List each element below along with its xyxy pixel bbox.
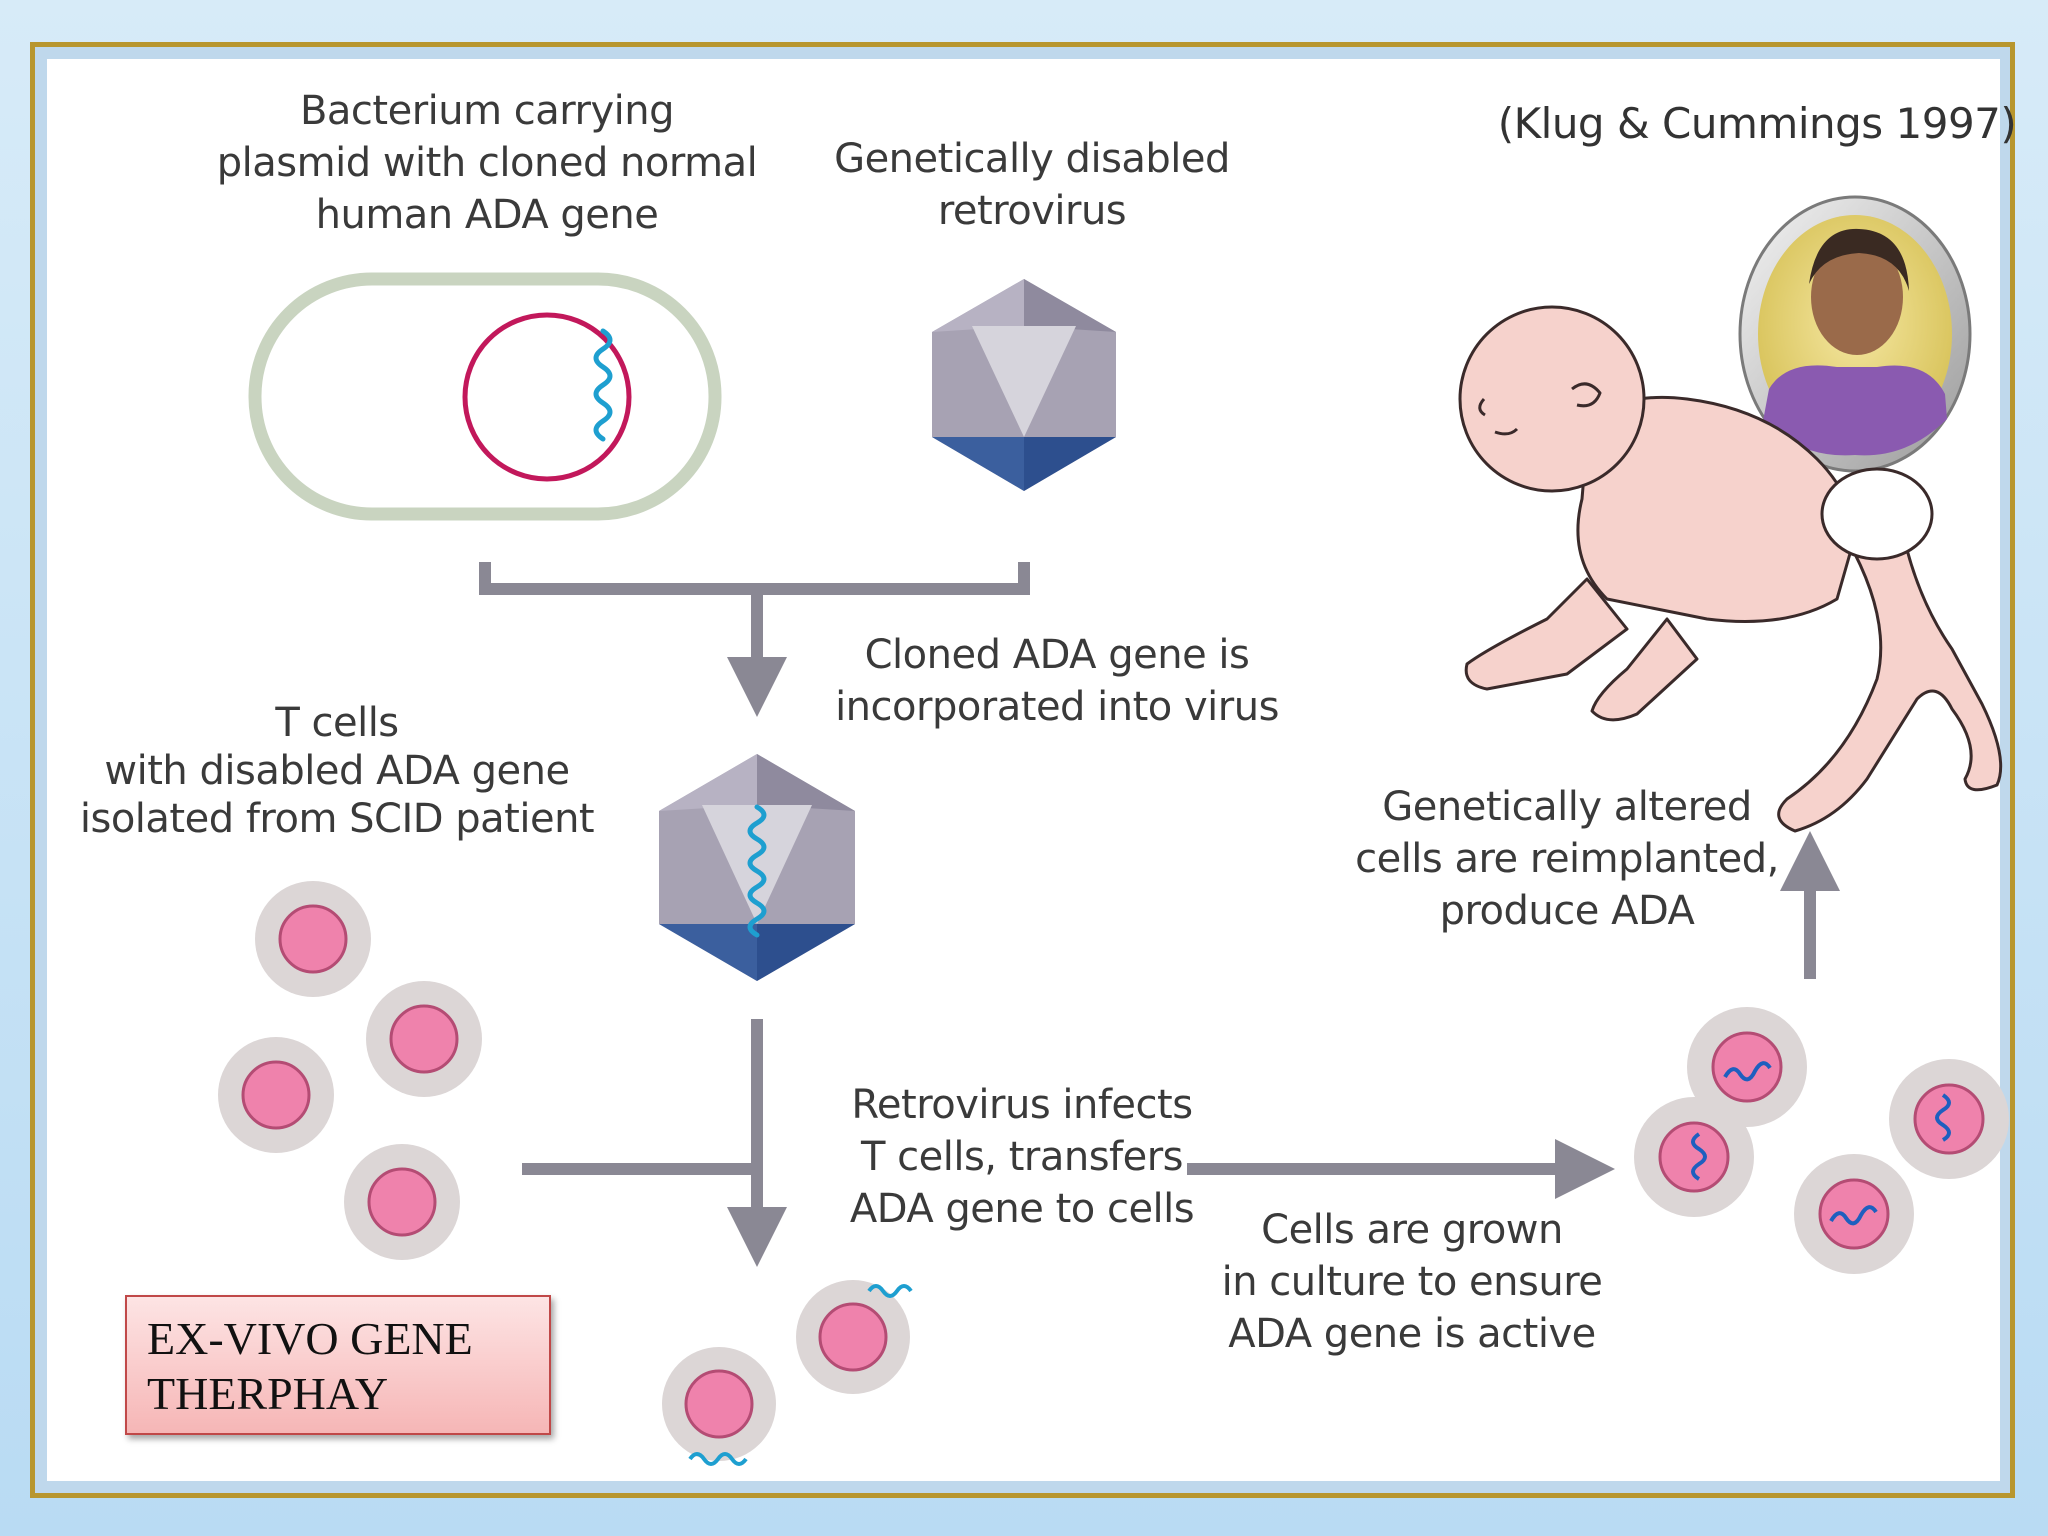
slide-frame: (Klug & Cummings 1997) Bacterium carryin… xyxy=(30,42,2017,1498)
t-cell xyxy=(218,1037,334,1153)
t-cell xyxy=(344,1144,460,1260)
slide-canvas: (Klug & Cummings 1997) Bacterium carryin… xyxy=(47,59,2017,1481)
baby-crawling-icon xyxy=(1458,305,2003,833)
t-cell xyxy=(366,981,482,1097)
citation-label: (Klug & Cummings 1997) xyxy=(1497,99,2017,148)
altered-cell xyxy=(1889,1059,2009,1179)
gene-therapy-diagram xyxy=(218,195,2009,1466)
t-cell xyxy=(255,881,371,997)
slide-title-line: EX-VIVO GENE xyxy=(147,1313,473,1364)
recombinant-retrovirus-icon xyxy=(659,754,855,981)
infected-cell xyxy=(796,1280,913,1394)
merge-bracket xyxy=(479,562,1030,595)
slide-title-line: THERPHAY xyxy=(147,1368,389,1420)
retrovirus-icon xyxy=(932,279,1116,491)
ada-gene-dna-icon xyxy=(593,328,613,442)
slide-title-box: EX-VIVO GENE THERPHAY xyxy=(125,1295,551,1435)
altered-cell xyxy=(1687,1007,1807,1127)
altered-cell xyxy=(1634,1097,1754,1217)
photo-portrait-icon xyxy=(1738,195,1972,473)
altered-cell xyxy=(1794,1154,1914,1274)
plasmid-icon xyxy=(462,312,632,482)
bacterium-icon xyxy=(248,272,722,521)
infected-cell xyxy=(662,1347,776,1466)
